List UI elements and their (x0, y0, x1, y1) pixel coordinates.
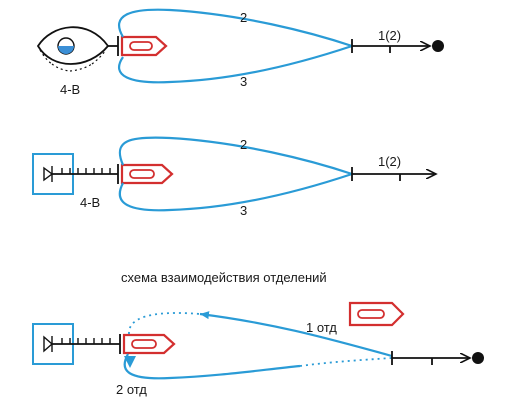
diagram-1: 2 3 1(2) 4-В (36, 8, 444, 97)
line-upper-label: 2 (240, 10, 247, 25)
source-label: 4-В (80, 195, 100, 210)
diagram-caption: схема взаимодействия отделений (121, 270, 327, 285)
unit-2-arrow-icon (124, 356, 136, 368)
water-source-icon (36, 26, 110, 72)
unit-2-route (123, 353, 301, 380)
pump-fitting (119, 333, 176, 355)
main-line-label: 1(2) (378, 28, 401, 43)
pump-fitting (117, 35, 168, 57)
line-lower-label: 3 (240, 74, 247, 89)
unit-1-route (199, 311, 393, 358)
supply-hose-ticks (61, 168, 111, 174)
diagram-3: схема взаимодействия отделений (32, 270, 484, 397)
target-dot (472, 352, 484, 364)
line-upper-label: 2 (240, 137, 247, 152)
unit-2-route-dotted (299, 357, 393, 367)
diagram-2: 2 3 1(2) 4-В (32, 136, 436, 218)
source-label: 4-В (60, 82, 80, 97)
unit-1-icon (348, 301, 405, 327)
unit-1-route-dotted (128, 312, 201, 335)
main-line-label: 1(2) (378, 154, 401, 169)
unit-2-label: 2 отд (116, 382, 147, 397)
line-lower-label: 3 (240, 203, 247, 218)
target-dot (432, 40, 444, 52)
pump-fitting (117, 163, 174, 185)
unit-1-label: 1 отд (306, 320, 337, 335)
supply-hose-ticks (61, 338, 111, 344)
